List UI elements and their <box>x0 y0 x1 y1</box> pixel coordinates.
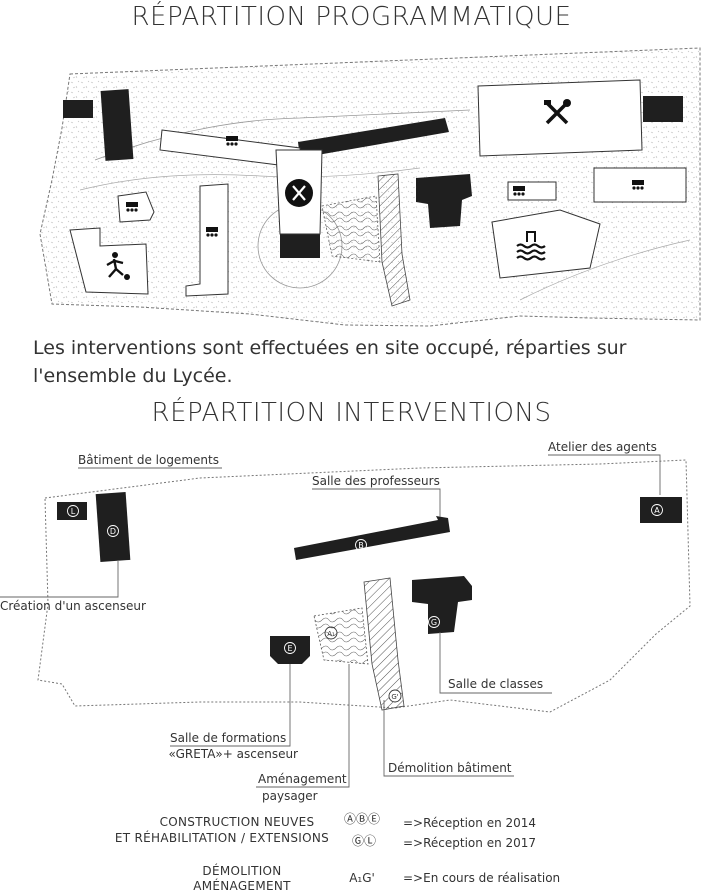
block-G <box>412 576 472 634</box>
title-interventions: RÉPARTITION INTERVENTIONS <box>151 398 552 428</box>
building-classroom-long <box>185 183 229 297</box>
leader-agents <box>548 454 661 495</box>
label-demolition: Démolition bâtiment <box>388 761 512 775</box>
block-D <box>95 492 131 562</box>
legend-row3-value: =>En cours de réalisation <box>403 871 560 885</box>
legend-row1-value: =>Réception en 2014 <box>403 816 536 830</box>
classroom-icon <box>126 202 138 212</box>
label-classes: Salle de classes <box>448 677 543 691</box>
label-amenagement-2: paysager <box>262 789 318 803</box>
legend-row3-label-2: AMÉNAGEMENT <box>193 878 291 892</box>
leader-amenagement <box>256 664 350 788</box>
football-icon <box>106 252 130 280</box>
interventions-plan: L D B A G E A₁ G' Bâtiment de logements … <box>0 440 691 803</box>
swimming-icon <box>516 231 546 261</box>
label-formations-1: Salle de formations <box>170 731 286 745</box>
block-E <box>270 636 310 664</box>
classroom-icon <box>632 180 644 190</box>
marker-D: D <box>110 527 116 536</box>
label-agents: Atelier des agents <box>548 440 657 454</box>
programme-demolition-area <box>377 173 411 307</box>
marker-B: B <box>358 541 364 550</box>
block-L <box>57 502 87 520</box>
legend-row1-label: CONSTRUCTION NEUVES <box>160 815 315 829</box>
marker-A: A <box>654 506 660 515</box>
label-ascenseur: Création d'un ascenseur <box>0 599 146 613</box>
classroom-icon <box>226 136 238 146</box>
label-amenagement-1: Aménagement <box>258 772 347 786</box>
intro-text: Les interventions sont effectuées en sit… <box>33 334 683 390</box>
leader-ascenseur <box>0 560 119 598</box>
building-pool <box>491 209 601 279</box>
intro-line-2: l'ensemble du Lycée. <box>33 365 233 387</box>
block-classes <box>416 174 472 228</box>
legend-row2-value: =>Réception en 2017 <box>403 836 536 850</box>
classroom-icon <box>206 227 218 237</box>
block-agents <box>643 96 683 122</box>
area-G1 <box>363 577 405 711</box>
marker-L: L <box>71 507 76 516</box>
intro-line-1: Les interventions sont effectuées en sit… <box>33 337 627 359</box>
leader-formations <box>170 664 291 747</box>
block-ascenseur <box>100 89 134 161</box>
classroom-icon <box>513 186 525 196</box>
legend: CONSTRUCTION NEUVES ET RÉHABILITATION / … <box>115 812 560 892</box>
area-A1 <box>313 607 369 665</box>
label-professeurs: Salle des professeurs <box>312 474 440 488</box>
legend-row3-label-1: DÉMOLITION <box>202 863 281 878</box>
block-professeurs <box>298 118 449 158</box>
block-A <box>640 497 682 523</box>
marker-G: G <box>431 618 437 627</box>
workshop-tools-icon <box>544 99 571 125</box>
legend-row2-codes: ⒼⓁ <box>352 834 376 848</box>
label-formations-2: «GRETA»+ ascenseur <box>168 747 298 761</box>
interventions-site-boundary <box>37 459 691 713</box>
leader-classes <box>439 632 552 694</box>
title-programme: RÉPARTITION PROGRAMMATIQUE <box>131 2 572 32</box>
block-logements <box>63 100 93 118</box>
legend-row3-codes: A₁G' <box>349 871 375 885</box>
block-formations <box>280 232 320 258</box>
legend-row1-codes: ⒶⒷⒺ <box>344 812 380 826</box>
programme-landscape-area <box>321 195 381 263</box>
legend-row2-label: ET RÉHABILITATION / EXTENSIONS <box>115 830 329 845</box>
programme-plan <box>39 47 701 327</box>
marker-A1: A₁ <box>327 630 335 638</box>
leader-professeurs <box>312 488 441 517</box>
block-B <box>294 516 450 560</box>
marker-E: E <box>287 644 292 653</box>
label-logements: Bâtiment de logements <box>78 453 219 467</box>
restaurant-icon <box>285 179 313 207</box>
marker-G1: G' <box>391 693 398 701</box>
leader-demolition <box>383 700 514 777</box>
